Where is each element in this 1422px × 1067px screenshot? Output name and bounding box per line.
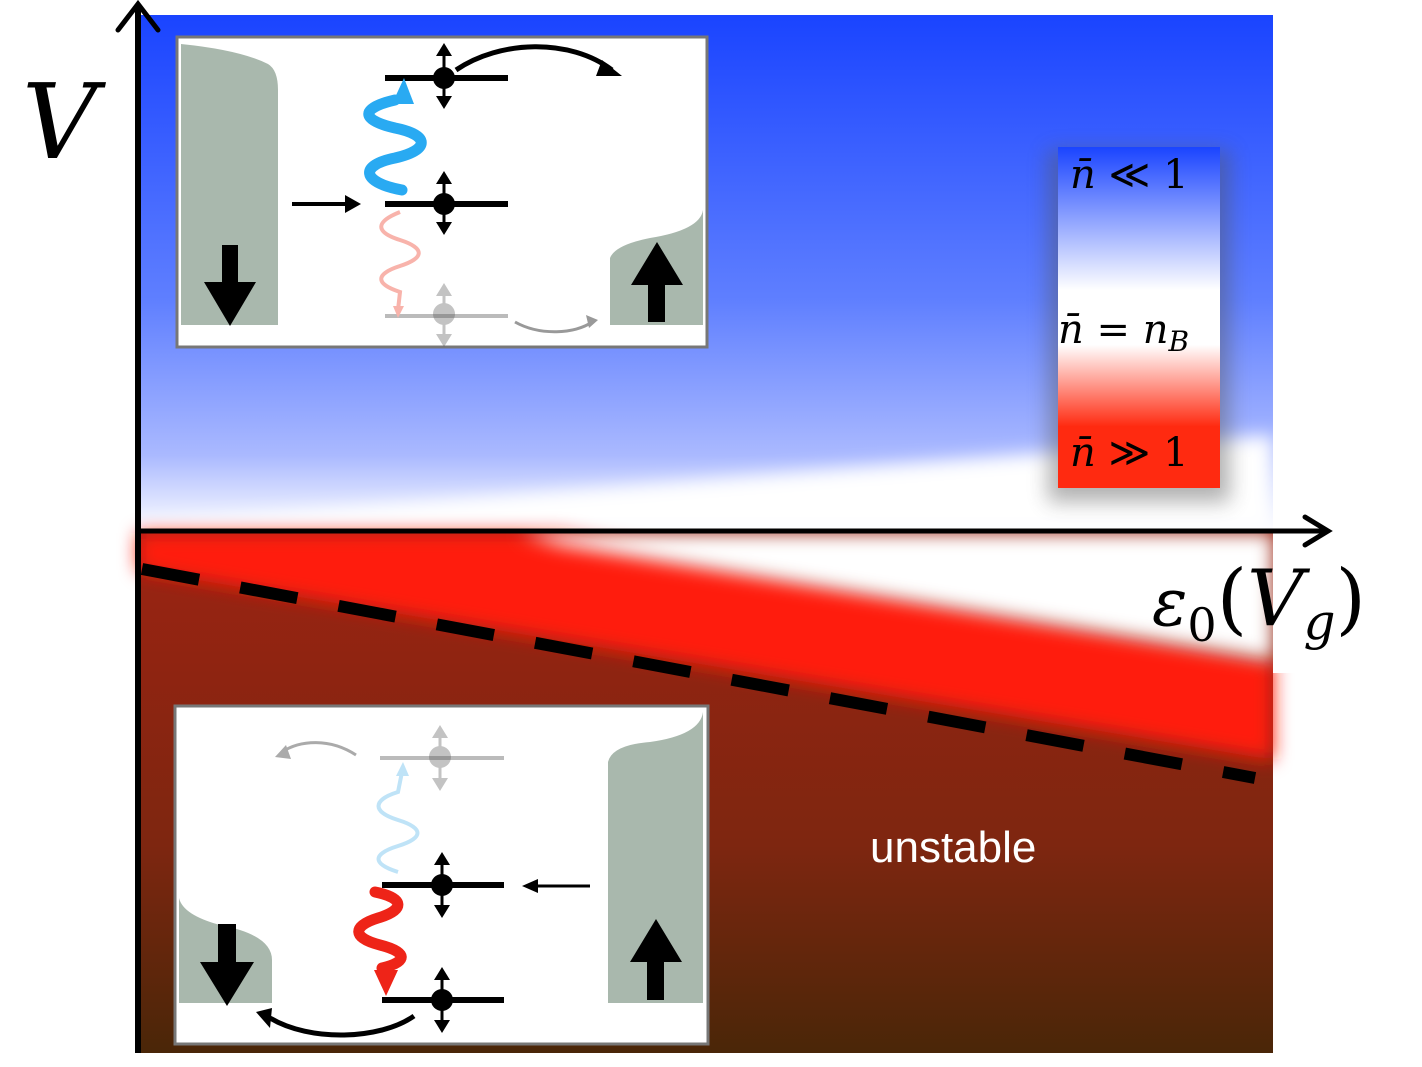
photon-emitted-arrowhead-icon: [374, 970, 398, 996]
instability-boundary-dashed-line: [140, 563, 1257, 784]
spin-dot-upper-bottom: [431, 852, 453, 918]
region-white-band-lower: [520, 533, 1273, 660]
axes: [115, 0, 1333, 1053]
spin-dot-lower: [433, 171, 455, 235]
photon-absorbed-wave: [363, 94, 427, 196]
legend-colorbar: n̄ ≪ 1 n̄ = nB n̄ ≫ 1: [1048, 147, 1230, 502]
spin-dot-upper: [433, 43, 455, 109]
photon-emitted-faint-wave: [379, 210, 421, 311]
legend-gradient: [1058, 147, 1220, 488]
faded-tunnel-arrow: [514, 320, 593, 334]
spin-dot-faded: [433, 283, 455, 347]
x-axis-label: ε0(Vg): [1152, 554, 1366, 652]
left-reservoir: [181, 44, 278, 325]
inset-top: [175, 35, 709, 349]
legend-label-high: n̄ ≫ 1: [1070, 430, 1189, 476]
spin-up-arrow-icon-bottom: [630, 919, 682, 1000]
tunnel-out-arrow: [454, 44, 614, 73]
spin-down-arrow-icon-bottom: [200, 924, 254, 1006]
unstable-region-label: unstable: [870, 823, 1036, 872]
spin-dot-lower-bottom: [431, 967, 453, 1033]
legend-label-low: n̄ ≪ 1: [1070, 152, 1189, 198]
inset-bottom: [173, 704, 710, 1046]
region-white-band-upper: [138, 435, 1273, 533]
region-red-band: [138, 533, 1273, 760]
x-axis-arrowhead: [1302, 514, 1333, 548]
spin-dot-faded-bottom: [429, 725, 451, 791]
photon-absorbed-arrowhead-icon: [392, 78, 414, 104]
legend-label-mid: n̄ = nB: [1058, 307, 1189, 358]
photon-absorbed-faint-wave: [376, 771, 420, 874]
tunnel-out-arrow-bottom: [268, 1013, 416, 1038]
right-reservoir-bottom: [608, 712, 703, 1003]
faded-tunnel-arrow-bottom: [281, 741, 357, 757]
y-axis-label: V: [22, 61, 106, 183]
photon-emitted-wave: [353, 886, 407, 974]
spin-down-arrow-icon: [204, 245, 256, 326]
y-axis-arrowhead: [115, 0, 161, 33]
spin-up-arrow-icon: [631, 242, 683, 322]
